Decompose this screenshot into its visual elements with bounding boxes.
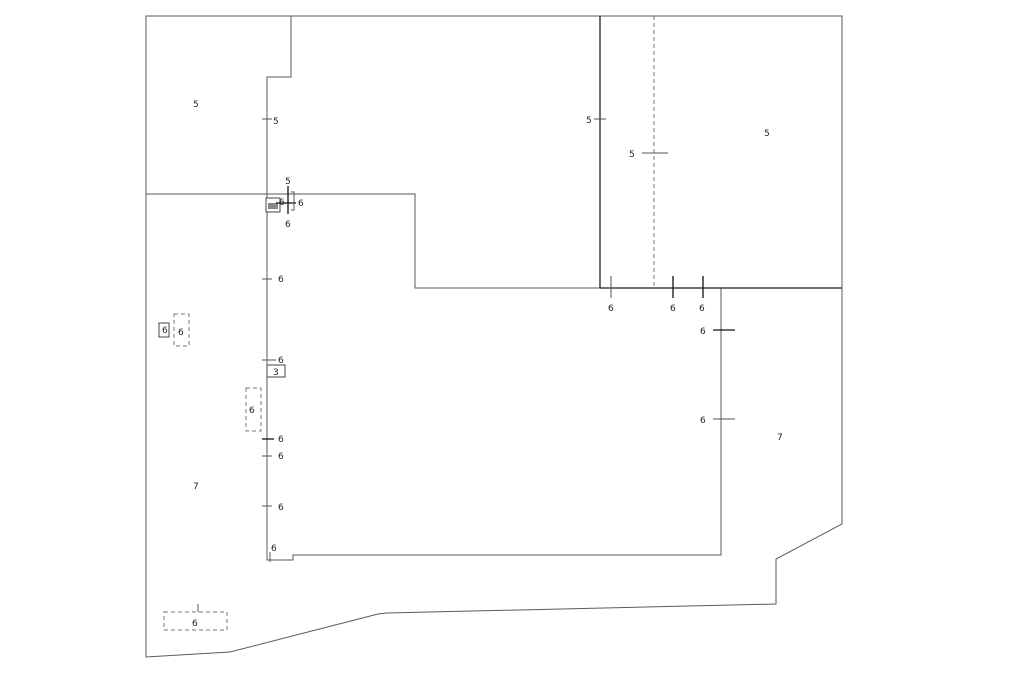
tag-6-dashed-mid: 6	[249, 406, 255, 416]
tag-6-dashed-west: 6	[178, 328, 184, 338]
dashed-rect-south	[163, 611, 228, 631]
top-right-block-ticks	[594, 118, 735, 420]
tag-6-west-439: 6	[278, 435, 284, 445]
zone-label-bottom-left: 7	[193, 482, 199, 492]
tag-5-west-wall: 5	[273, 117, 279, 127]
tag-6-west-506: 6	[278, 503, 284, 513]
tag-6-corner: 6	[271, 544, 277, 554]
tag-5-block-inner: 5	[629, 150, 635, 160]
top-left-lot-line	[266, 16, 292, 194]
tag-6-east-330: 6	[700, 327, 706, 337]
tag-6-block-south-c: 6	[699, 304, 705, 314]
tag-6-junction-b: 6	[298, 199, 304, 209]
tag-6-west-456: 6	[278, 452, 284, 462]
tag-3-box: 3	[273, 368, 279, 378]
tag-6-west-279: 6	[278, 275, 284, 285]
tag-5-block-west: 5	[586, 116, 592, 126]
junction-marker-bracket	[291, 191, 295, 211]
marker-box-3	[266, 364, 286, 378]
outer-boundary	[145, 15, 843, 658]
dashed-rect-mid	[245, 387, 262, 432]
tag-6-block-south-b: 6	[670, 304, 676, 314]
zone-label-bottom-right: 7	[777, 433, 783, 443]
west-wall-ticks	[262, 118, 276, 562]
tag-6-junction-a: 6	[279, 198, 285, 208]
tag-6-block-south-a: 6	[608, 304, 614, 314]
junction-box-fill	[268, 203, 278, 209]
tag-6-box-west: 6	[162, 326, 168, 336]
tag-6-junction-c: 6	[285, 220, 291, 230]
zone-label-top-left: 5	[193, 100, 199, 110]
central-building-outline	[266, 193, 722, 561]
marker-box-west	[158, 322, 170, 338]
tag-5-junction: 5	[285, 177, 291, 187]
tag-6-west-360: 6	[278, 356, 284, 366]
tag-6-dashed-south: 6	[192, 619, 198, 629]
dashed-rect-west	[173, 313, 190, 347]
zone-label-top-right: 5	[764, 129, 770, 139]
tag-6-east-419: 6	[700, 416, 706, 426]
